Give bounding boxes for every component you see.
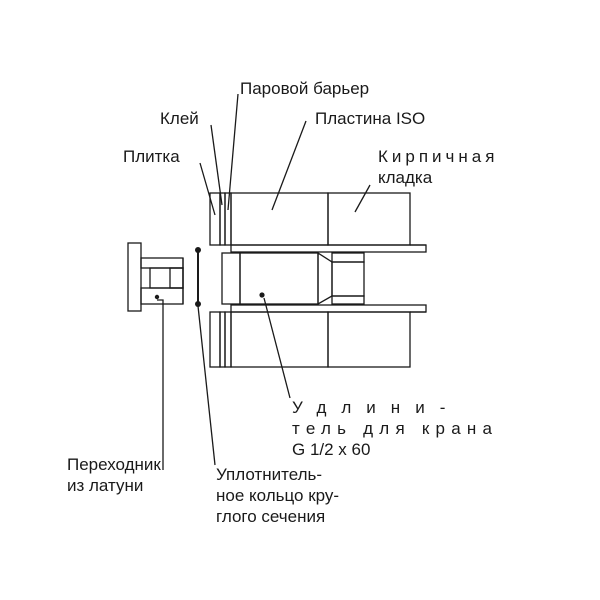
label-brick-1: Кирпичная	[378, 147, 498, 166]
extension-flange-left	[221, 252, 241, 305]
pipe-walls	[230, 244, 427, 313]
brick-masonry-lower	[327, 311, 411, 368]
adapter-flange	[127, 242, 142, 312]
adapter-wall-top	[140, 257, 184, 269]
o-ring-top	[195, 247, 201, 253]
adapter-bore	[149, 267, 184, 289]
wall-lower-section	[209, 311, 411, 368]
leader-iso	[271, 120, 307, 211]
extension-end-wall-top	[331, 252, 365, 263]
pipe-wall-bottom	[230, 304, 427, 313]
leader-brick	[354, 184, 371, 213]
o-ring-bottom	[195, 301, 201, 307]
extension-body	[239, 252, 319, 305]
label-adapter-2: из латуни	[67, 476, 143, 495]
leader-extension	[263, 297, 291, 399]
wall-upper-section	[209, 192, 411, 246]
label-brick-2: кладка	[378, 168, 433, 187]
label-iso-plate: Пластина ISO	[315, 109, 425, 128]
label-vapor-barrier: Паровой барьер	[240, 79, 369, 98]
leader-vapor-barrier	[227, 93, 239, 211]
tap-extension-fitting	[221, 251, 365, 306]
o-ring-seal	[195, 247, 201, 307]
label-tile: Плитка	[123, 147, 180, 166]
adapter-inner-step	[169, 267, 184, 289]
glue-layer-lower	[219, 311, 226, 368]
adapter-dot	[154, 294, 160, 300]
tile-layer-lower	[209, 311, 221, 368]
extension-center-dot	[259, 292, 265, 298]
brick-masonry-upper	[327, 192, 411, 246]
labels: Паровой барьер Клей Пластина ISO Плитка …	[67, 79, 498, 526]
label-glue: Клей	[160, 109, 199, 128]
label-extension-1: Удлини-	[292, 398, 460, 417]
adapter-wall-bottom	[140, 287, 184, 305]
leader-tile	[199, 162, 216, 216]
label-adapter-1: Переходник	[67, 455, 161, 474]
label-extension-3: G 1/2 x 60	[292, 440, 370, 459]
label-extension-2: тель для крана	[292, 419, 493, 438]
brass-adapter	[127, 242, 184, 312]
extension-inner-end	[331, 261, 365, 297]
leader-glue	[210, 124, 223, 206]
iso-plate-upper	[230, 192, 329, 246]
label-o-ring-1: Уплотнитель-	[216, 465, 322, 484]
extension-thread-right	[317, 251, 333, 306]
vapor-barrier-lower	[224, 311, 232, 368]
extension-end-wall-bottom	[331, 295, 365, 305]
label-o-ring-3: глого сечения	[216, 507, 325, 526]
pipe-wall-top	[230, 244, 427, 253]
leader-adapter	[157, 299, 164, 470]
vapor-barrier-upper	[224, 192, 232, 246]
leader-o-ring	[197, 305, 216, 466]
label-o-ring-2: ное кольцо кру-	[216, 486, 339, 505]
leader-lines	[157, 93, 371, 470]
glue-layer-upper	[219, 192, 226, 246]
